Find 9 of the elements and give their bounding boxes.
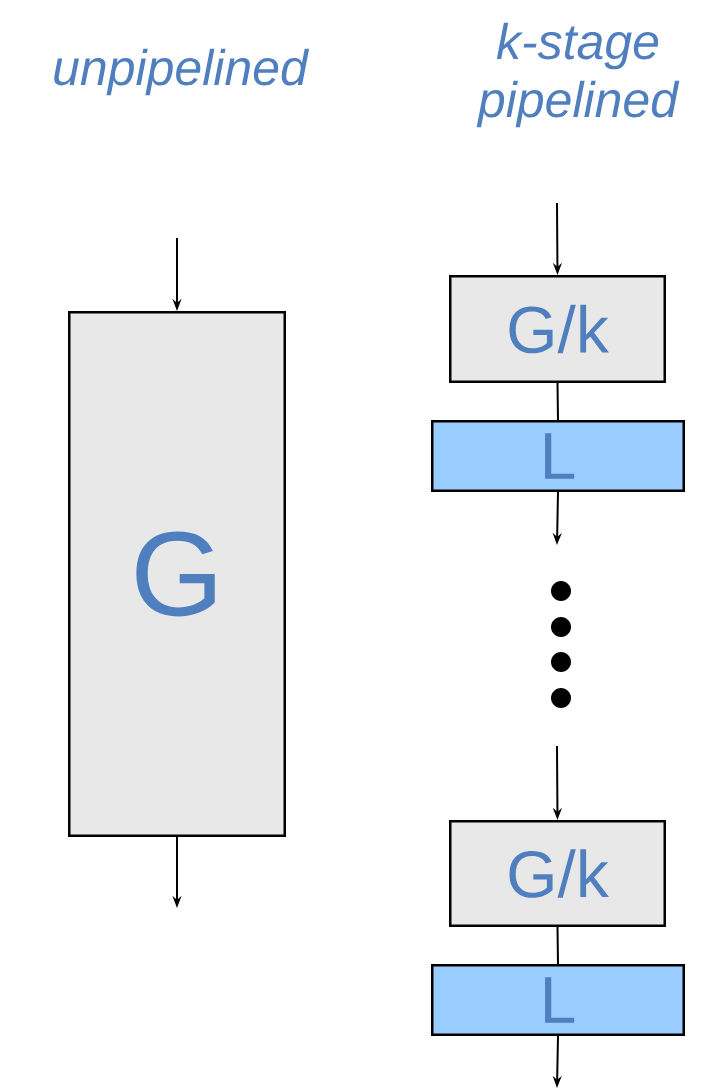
- latch-box: L: [431, 964, 685, 1036]
- connector-line: [556, 382, 559, 421]
- logic-box: G/k: [449, 820, 666, 927]
- logic-box: G: [68, 311, 286, 837]
- column-heading: k-stage pipelined: [476, 22, 680, 128]
- column-heading: unpipelined: [54, 48, 310, 96]
- latch-box: L: [431, 420, 685, 492]
- logic-box: G/k: [449, 275, 666, 383]
- connector-line: [556, 926, 559, 965]
